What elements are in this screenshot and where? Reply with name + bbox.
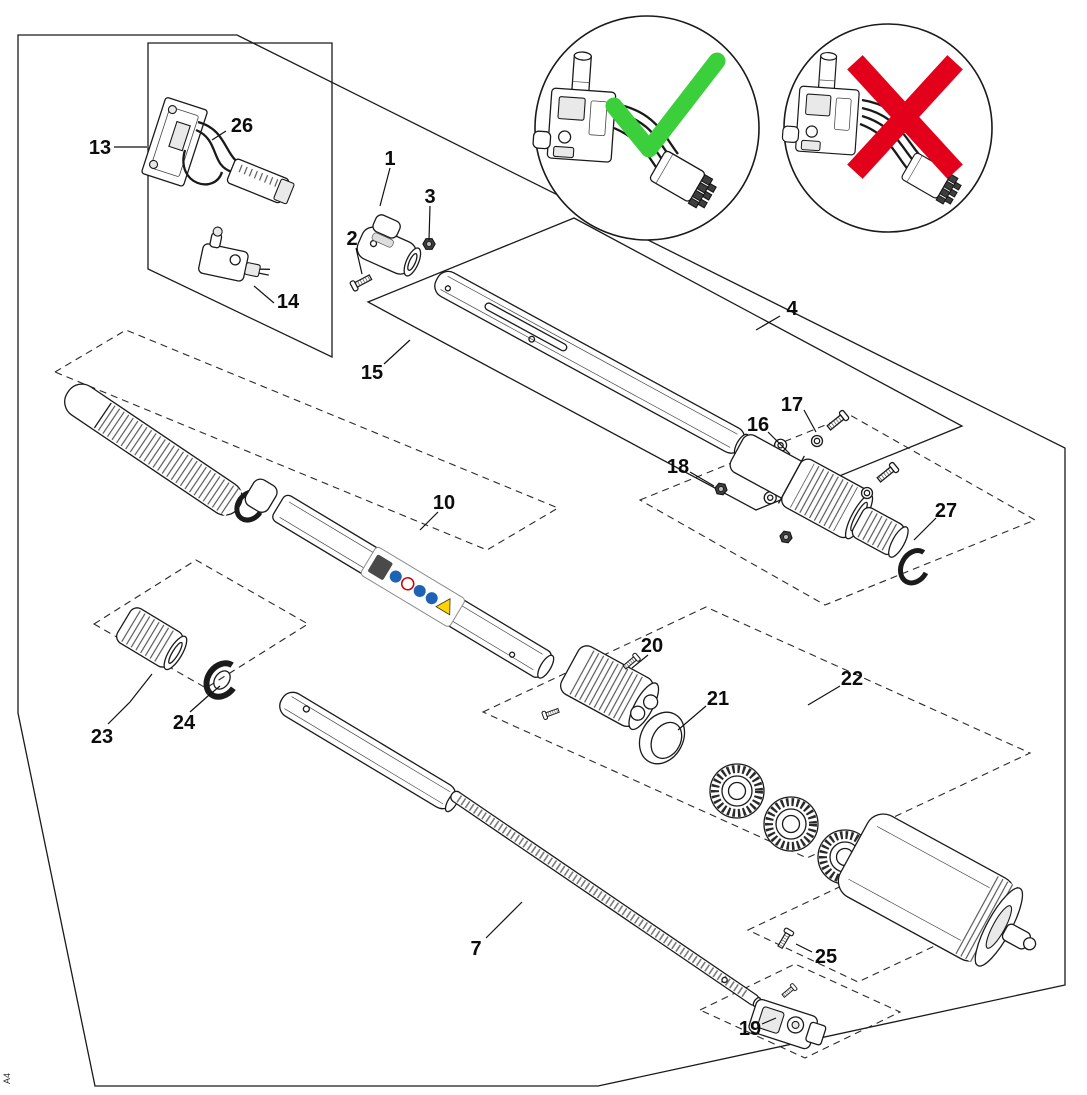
drawing-boundary [17, 34, 1066, 1087]
part-label-25: 25 [815, 946, 837, 968]
drive-tube-10 [244, 478, 555, 679]
part-label-20: 20 [641, 635, 663, 657]
part-labels: 1 2 3 4 7 10 13 14 15 16 17 18 19 20 21 … [89, 115, 957, 1040]
part-label-23: 23 [91, 726, 113, 748]
leader-lines [107, 130, 937, 1025]
grip-tube [64, 383, 243, 517]
clamp-shell-27 [851, 506, 932, 586]
part-label-21: 21 [707, 688, 729, 710]
warning-triangle-icon [435, 598, 451, 616]
part-label-3: 3 [424, 186, 435, 208]
bearing-ring-a [710, 764, 764, 818]
safety-icon-3 [413, 584, 426, 597]
part-label-27: 27 [935, 500, 957, 522]
nut-3 [422, 238, 436, 250]
handle-housing-1 [356, 214, 422, 277]
part-label-4: 4 [786, 298, 798, 320]
part-label-22: 22 [841, 668, 863, 690]
part-label-7: 7 [470, 938, 481, 960]
part-label-16: 16 [747, 414, 769, 436]
screw-20b [541, 705, 561, 721]
part-label-19: 19 [739, 1018, 761, 1040]
correct-checkmark-icon [605, 52, 726, 158]
bearing-ring-b [764, 797, 818, 851]
safety-label [360, 546, 465, 627]
screw-25 [775, 926, 795, 951]
connector-26 [226, 158, 295, 205]
tube-7-upper [279, 691, 461, 813]
safety-icon-1 [389, 570, 402, 583]
group-box-13 [147, 42, 333, 359]
part-label-17: 17 [781, 394, 803, 416]
switch-housing-19 [748, 998, 827, 1050]
gear-housing-22 [837, 813, 1037, 967]
drive-tube-4 [434, 270, 750, 457]
group-sheet-4 [366, 217, 964, 511]
washer-17b [860, 486, 874, 500]
part-label-24: 24 [173, 712, 196, 734]
screw-19 [780, 982, 798, 1000]
safety-icon-4 [425, 592, 438, 605]
part-label-26: 26 [231, 115, 253, 137]
part-label-2: 2 [346, 228, 357, 250]
switch-14 [198, 226, 270, 282]
contact-board-26 [141, 97, 208, 187]
coupling-muff-23 [116, 607, 188, 671]
shaft-7 [450, 790, 761, 1007]
coupling-sleeve-16 [729, 434, 874, 540]
screw-17a [824, 409, 851, 433]
part-label-13: 13 [89, 137, 111, 159]
part-label-18: 18 [667, 456, 689, 478]
screw-17b [874, 461, 901, 485]
clip-ring [234, 489, 266, 523]
safety-icon-2 [400, 577, 415, 591]
incorrect-x-icon [847, 55, 963, 179]
part-label-1: 1 [384, 148, 395, 170]
part-label-14: 14 [277, 291, 300, 313]
incorrect-assembly-inset [780, 23, 993, 233]
part-label-10: 10 [433, 492, 455, 514]
part-label-15: 15 [361, 362, 383, 384]
screw-2 [348, 271, 374, 293]
sheet-size-marker: A4 [2, 1073, 12, 1084]
washer-17a [810, 434, 824, 448]
correct-assembly-inset [531, 15, 760, 241]
dashed-group-boxes [53, 329, 1037, 1059]
ring-nut-21 [638, 711, 686, 765]
nut-18b [778, 530, 794, 544]
clamp-half-24 [203, 660, 241, 700]
coupling-hub-20 [559, 645, 660, 731]
